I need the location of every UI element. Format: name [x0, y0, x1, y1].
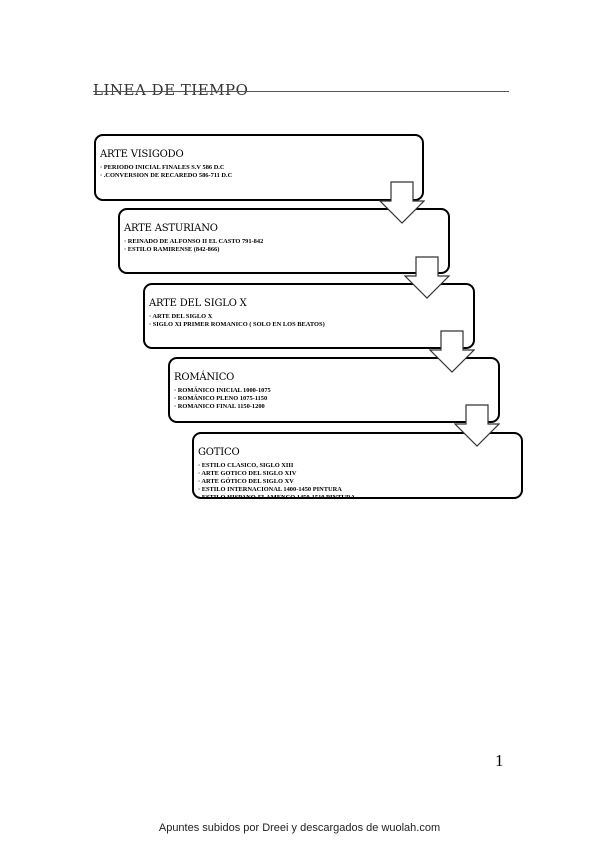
timeline-item: · REINADO DE ALFONSO II EL CASTO 791-842	[124, 238, 264, 245]
page-number: 1	[495, 751, 504, 770]
footer-text: Apuntes subidos por Dreei y descargados …	[158, 822, 441, 834]
timeline-item-list: · REINADO DE ALFONSO II EL CASTO 791-842…	[124, 238, 448, 254]
timeline-item: · ROMÁNICO PLENO 1075-1150	[174, 395, 268, 402]
timeline-box-romanico: ROMÁNICO · ROMÁNICO INICIAL 1000-1075 · …	[168, 357, 500, 423]
timeline-item-list: · PERIODO INICIAL FINALES S.V 586 D.C · …	[100, 164, 422, 180]
timeline-item: · ESTILO INTERNACIONAL 1400-1450 PINTURA	[198, 486, 342, 493]
page-title: LINEA DE TIEMPO	[93, 81, 249, 100]
timeline-item: · ESTILO HISPANO-FLAMENCO 1450-1510 PINT…	[198, 494, 356, 501]
timeline-box-gotico: GOTICO · ESTILO CLASICO, SIGLO XIII · AR…	[192, 432, 523, 502]
timeline-item: · ROMANICO FINAL 1150-1200	[174, 403, 265, 410]
timeline-item-list: · ESTILO CLASICO, SIGLO XIII · ARTE GOTI…	[198, 462, 521, 502]
down-arrow-icon	[404, 256, 450, 299]
timeline-heading: GOTICO	[198, 447, 240, 458]
timeline-item: · .CONVERSION DE RECAREDO 586-711 D.C	[100, 172, 233, 179]
timeline-item-list: · ARTE DEL SIGLO X · SIGLO XI PRIMER ROM…	[149, 313, 473, 329]
timeline-heading: ROMÁNICO	[174, 372, 235, 383]
timeline-box-visigodo: ARTE VISIGODO · PERIODO INICIAL FINALES …	[94, 134, 424, 201]
timeline-item: · ESTILO CLASICO, SIGLO XIII	[198, 462, 294, 469]
down-arrow-icon	[454, 404, 500, 447]
timeline-item: · SIGLO XI PRIMER ROMANICO ( SOLO EN LOS…	[149, 321, 325, 328]
timeline-box-asturiano: ARTE ASTURIANO · REINADO DE ALFONSO II E…	[118, 208, 450, 274]
title-divider	[93, 91, 509, 92]
timeline-item: · ARTE GOTICO DEL SIGLO XIV	[198, 470, 297, 477]
timeline-heading: ARTE VISIGODO	[100, 149, 184, 160]
timeline-heading: ARTE ASTURIANO	[124, 223, 218, 234]
timeline-item: · ARTE DEL SIGLO X	[149, 313, 213, 320]
down-arrow-icon	[379, 181, 425, 224]
timeline-item: · PERIODO INICIAL FINALES S.V 586 D.C	[100, 164, 225, 171]
timeline-heading: ARTE DEL SIGLO X	[149, 298, 247, 309]
timeline-item: · ESTILO RAMIRENSE (842-866)	[124, 246, 220, 253]
timeline-item: · ARTE GÓTICO DEL SIGLO XV	[198, 478, 294, 485]
timeline-item-list: · ROMÁNICO INICIAL 1000-1075 · ROMÁNICO …	[174, 387, 498, 411]
down-arrow-icon	[429, 330, 475, 373]
timeline-box-siglo-x: ARTE DEL SIGLO X · ARTE DEL SIGLO X · SI…	[143, 283, 475, 349]
timeline-item: · ROMÁNICO INICIAL 1000-1075	[174, 387, 271, 394]
